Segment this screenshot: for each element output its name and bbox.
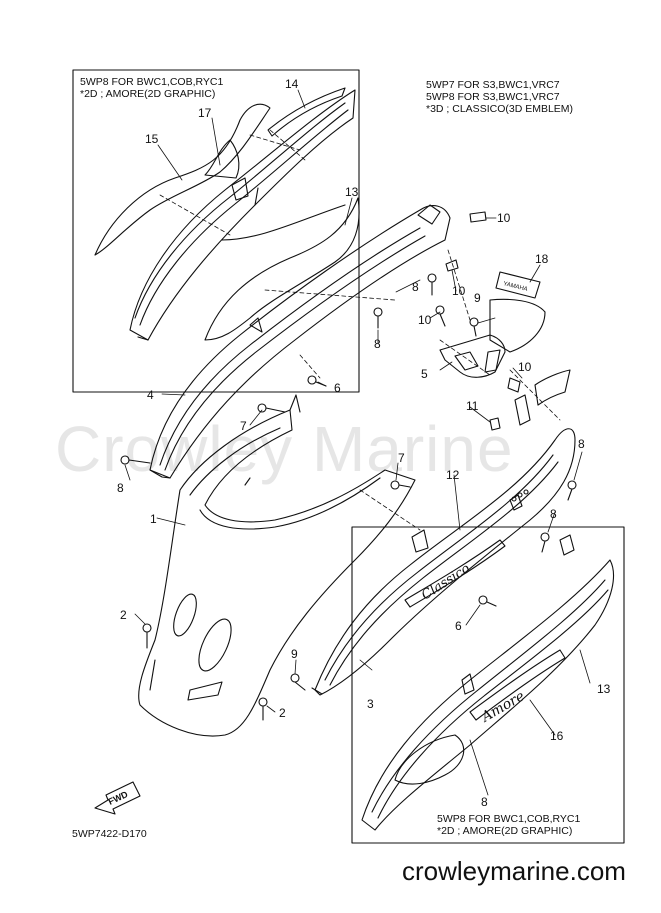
emblem-11-area xyxy=(404,489,529,608)
graphic-15 xyxy=(94,103,271,256)
callout-9-a: 9 xyxy=(474,291,481,305)
callout-10-c: 10 xyxy=(518,360,532,374)
screw-8-a xyxy=(120,455,151,465)
bracket-5 xyxy=(439,334,506,378)
decal-18-text: YAMAHA xyxy=(503,281,529,293)
callout-2-b: 2 xyxy=(279,706,286,720)
callout-13-bottom: 13 xyxy=(597,682,611,696)
callout-8-a: 8 xyxy=(117,481,124,495)
note-bottom-right-line1: 5WP8 FOR BWC1,COB,RYC1 xyxy=(437,813,581,825)
callout-1: 1 xyxy=(150,512,157,526)
callout-8-c: 8 xyxy=(374,337,381,351)
leader-lines xyxy=(124,89,591,796)
emblem-classico-text: Classico xyxy=(419,561,473,603)
callout-2-a: 2 xyxy=(120,608,127,622)
inset-box-bottom-right xyxy=(351,526,625,844)
inset-side-cover-amore xyxy=(129,89,356,341)
screw-6-b xyxy=(478,595,497,607)
callout-7-a: 7 xyxy=(240,419,247,433)
inset-side-cover-amore-lower xyxy=(361,534,614,831)
callout-6-b: 6 xyxy=(455,619,462,633)
screw-9-a xyxy=(435,305,446,327)
inset-box-top-left xyxy=(72,69,360,393)
callout-5: 5 xyxy=(421,367,428,381)
callout-8-f: 9 xyxy=(291,647,298,661)
graphic-12 xyxy=(204,197,360,341)
callout-8-b: 8 xyxy=(412,280,419,294)
cover-panel-right-upper xyxy=(489,298,546,353)
decal-18 xyxy=(495,271,541,299)
watermark: Crowley Marine xyxy=(55,413,514,485)
callout-18: 18 xyxy=(535,252,549,266)
callout-3: 3 xyxy=(367,697,374,711)
callout-8-e: 8 xyxy=(550,507,557,521)
callout-14: 8 xyxy=(481,795,488,809)
callout-8-d: 8 xyxy=(578,437,585,451)
callout-10-d: 11 xyxy=(466,399,479,413)
screw-2-a xyxy=(142,623,152,649)
callout-16: 16 xyxy=(550,729,564,743)
note-top-right-line1: 5WP7 FOR S3,BWC1,VRC7 xyxy=(426,79,560,91)
callout-15: 15 xyxy=(145,132,159,146)
callout-17: 17 xyxy=(198,106,212,120)
rear-rail xyxy=(514,369,571,426)
footer-url[interactable]: crowleymarine.com xyxy=(402,856,626,886)
callout-labels: 14 17 15 13 10 18 8 10 9 10 8 5 10 6 4 1… xyxy=(117,77,611,809)
figure-code: 5WP7422-D170 xyxy=(72,828,147,840)
clip-10-d xyxy=(489,417,501,431)
note-top-right-line2: 5WP8 FOR S3,BWC1,VRC7 xyxy=(426,91,560,103)
screw-9-b xyxy=(469,317,479,337)
screw-2-b xyxy=(258,697,268,721)
callout-13-top: 14 xyxy=(285,77,299,91)
screw-8-b xyxy=(427,273,437,296)
note-bottom-right-line2: *2D ; AMORE(2D GRAPHIC) xyxy=(437,825,573,837)
callout-12: 13 xyxy=(345,185,359,199)
note-top-right: 5WP7 FOR S3,BWC1,VRC7 5WP8 FOR S3,BWC1,V… xyxy=(426,79,573,115)
screw-7-b xyxy=(390,480,411,490)
graphic-16 xyxy=(469,649,566,721)
note-top-left-line1: 5WP8 FOR BWC1,COB,RYC1 xyxy=(80,76,224,88)
note-bottom-right: 5WP8 FOR BWC1,COB,RYC1 *2D ; AMORE(2D GR… xyxy=(437,813,580,837)
side-cover-3 xyxy=(311,428,576,696)
fwd-label: FWD xyxy=(107,789,130,807)
note-top-left: 5WP8 FOR BWC1,COB,RYC1 *2D ; AMORE(2D GR… xyxy=(80,76,223,100)
clip-10-b xyxy=(445,259,459,272)
side-cover-4 xyxy=(149,204,451,479)
clip-10-a xyxy=(469,211,487,223)
screw-8-c xyxy=(373,307,383,329)
graphic-13-inset xyxy=(267,87,346,137)
callout-7-b: 7 xyxy=(398,451,405,465)
clip-10-c xyxy=(507,377,521,393)
fwd-arrow-shape xyxy=(94,781,141,815)
callout-10-a: 10 xyxy=(497,211,511,225)
callout-6-a: 6 xyxy=(334,381,341,395)
screw-8-f xyxy=(290,673,306,691)
callout-10-b: 10 xyxy=(452,284,466,298)
callout-9-b: 10 xyxy=(418,313,432,327)
callout-4: 4 xyxy=(147,388,154,402)
emblem-amore-text: Amore xyxy=(477,688,527,726)
screws xyxy=(120,273,577,721)
screw-7-a xyxy=(257,403,286,413)
note-top-right-line3: *3D ; CLASSICO(3D EMBLEM) xyxy=(426,103,574,115)
screw-8-d xyxy=(567,480,577,501)
note-top-left-line2: *2D ; AMORE(2D GRAPHIC) xyxy=(80,88,216,100)
screw-8-e xyxy=(540,532,550,553)
callout-11: 12 xyxy=(446,468,460,482)
front-panel-1 xyxy=(138,394,416,737)
